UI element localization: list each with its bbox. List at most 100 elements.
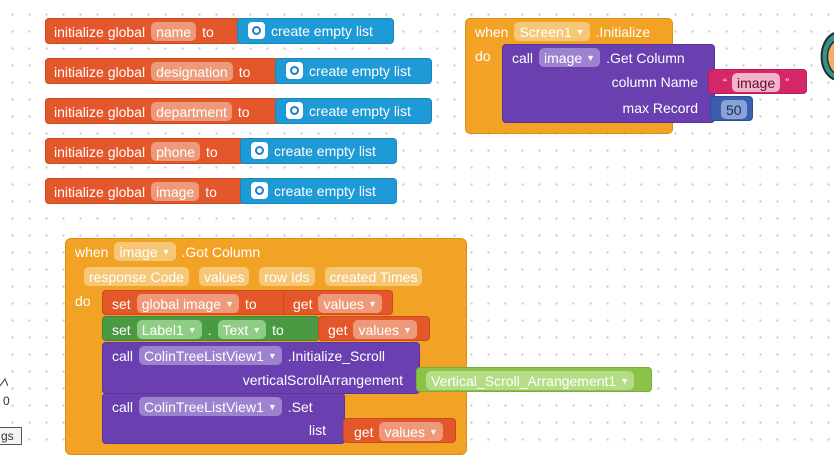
global-init-designation[interactable]: initialize global designation to (45, 58, 280, 84)
global-init-label: initialize global (54, 63, 146, 80)
chevron-down-icon: ▼ (620, 375, 630, 386)
to-label: to (272, 321, 284, 338)
create-empty-list-label: create empty list (309, 102, 411, 119)
set-label: set (112, 295, 131, 312)
variable-dropdown[interactable]: values▼ (379, 422, 443, 441)
global-init-label: initialize global (54, 103, 146, 120)
chevron-down-icon: ▼ (402, 324, 412, 335)
number-block[interactable]: 50 (710, 96, 753, 121)
backpack-icon[interactable] (818, 22, 834, 84)
chevron-down-icon: ▼ (187, 324, 197, 335)
set-label-text-block[interactable]: set Label1▼ . Text▼ to (102, 316, 320, 341)
to-label: to (202, 23, 214, 40)
global-name-field[interactable]: designation (151, 62, 233, 81)
quote-close: ” (785, 75, 790, 90)
global-init-name[interactable]: initialize global name to (45, 18, 242, 44)
create-empty-list-block[interactable]: create empty list (240, 178, 397, 204)
set-global-image-block[interactable]: set global image▼ to (102, 290, 290, 315)
gear-icon[interactable] (251, 182, 268, 199)
create-empty-list-block[interactable]: create empty list (237, 18, 394, 44)
global-name-field[interactable]: name (151, 22, 197, 41)
gear-icon[interactable] (251, 142, 268, 159)
component-dropdown[interactable]: image▼ (114, 242, 176, 261)
global-init-image[interactable]: initialize global image to (45, 178, 245, 204)
get-values-block[interactable]: get values▼ (283, 290, 393, 315)
param-row-ids[interactable]: row Ids (259, 267, 315, 286)
to-label: to (245, 295, 257, 312)
get-label: get (328, 321, 348, 338)
edge-value: 0 (3, 394, 10, 408)
vertical-scroll-arrangement-label: verticalScrollArrangement (242, 372, 403, 388)
call-label: call (512, 49, 534, 66)
create-empty-list-label: create empty list (309, 62, 411, 79)
chevron-down-icon: ▼ (267, 350, 277, 361)
when-label: when (475, 23, 509, 40)
chevron-down-icon: ▼ (225, 298, 234, 309)
call-label: call (112, 398, 134, 415)
text-string-block[interactable]: “ image ” (708, 69, 807, 94)
create-empty-list-label: create empty list (271, 22, 373, 39)
to-label: to (238, 63, 251, 80)
global-init-label: initialize global (54, 143, 146, 160)
call-initialize-scroll-block[interactable]: call ColinTreeListView1▼ .Initialize_Scr… (102, 342, 420, 394)
property-dropdown[interactable]: Text▼ (217, 320, 267, 339)
component-dropdown[interactable]: image▼ (539, 48, 601, 67)
component-dropdown[interactable]: Vertical_Scroll_Arrangement1▼ (426, 371, 635, 390)
call-get-column-block[interactable]: call image▼ .Get Column column Name max … (502, 44, 715, 123)
create-empty-list-block[interactable]: create empty list (275, 58, 432, 84)
get-values-block[interactable]: get values▼ (318, 316, 430, 341)
gear-icon[interactable] (286, 102, 303, 119)
edge-button-label: gs (1, 429, 14, 443)
arrangement-component-block[interactable]: Vertical_Scroll_Arrangement1▼ (416, 367, 652, 392)
component-dropdown[interactable]: Screen1▼ (514, 22, 590, 41)
gear-icon[interactable] (248, 22, 265, 39)
component-dropdown[interactable]: ColinTreeListView1▼ (139, 346, 282, 365)
list-label: list (308, 422, 326, 438)
chevron-down-icon: ▼ (367, 298, 377, 309)
chevron-down-icon: ▼ (252, 324, 262, 335)
quote-open: “ (723, 75, 727, 90)
create-empty-list-block[interactable]: create empty list (240, 138, 397, 164)
variable-dropdown[interactable]: values▼ (353, 320, 417, 339)
method-label: .Set (287, 398, 313, 415)
zoom-up-icon[interactable] (0, 374, 9, 387)
param-values[interactable]: values (198, 267, 250, 286)
do-label: do (475, 48, 491, 64)
get-label: get (293, 295, 313, 312)
to-label: to (206, 143, 218, 160)
global-init-department[interactable]: initialize global department to (45, 98, 280, 124)
global-name-field[interactable]: phone (151, 142, 200, 161)
param-created-times[interactable]: created Times (324, 267, 423, 286)
chevron-down-icon: ▼ (428, 426, 438, 437)
edge-button[interactable]: gs (0, 427, 22, 445)
event-label: .Got Column (181, 243, 261, 260)
get-values-block[interactable]: get values▼ (343, 418, 456, 443)
create-empty-list-label: create empty list (274, 142, 376, 159)
text-value-field[interactable]: image (732, 73, 781, 92)
gear-icon[interactable] (286, 62, 303, 79)
to-label: to (237, 103, 250, 120)
do-label: do (75, 293, 91, 309)
call-set-block[interactable]: call ColinTreeListView1▼ .Set list (102, 393, 345, 444)
create-empty-list-block[interactable]: create empty list (275, 98, 432, 124)
global-name-field[interactable]: image (151, 182, 200, 201)
chevron-down-icon: ▼ (267, 401, 277, 412)
chevron-down-icon: ▼ (586, 52, 596, 63)
get-label: get (354, 423, 374, 440)
component-dropdown[interactable]: Label1▼ (136, 320, 202, 339)
event-label: .Initialize (595, 23, 651, 40)
component-dropdown[interactable]: ColinTreeListView1▼ (139, 397, 282, 416)
variable-dropdown[interactable]: values▼ (318, 294, 382, 313)
param-response-code[interactable]: response Code (84, 267, 189, 286)
to-label: to (205, 183, 217, 200)
chevron-down-icon: ▼ (161, 246, 171, 257)
method-label: .Initialize_Scroll (287, 347, 386, 364)
call-label: call (112, 347, 134, 364)
chevron-down-icon: ▼ (575, 26, 585, 37)
global-name-field[interactable]: department (151, 102, 232, 121)
set-label: set (112, 321, 131, 338)
variable-dropdown[interactable]: global image▼ (136, 294, 239, 313)
number-value-field[interactable]: 50 (721, 100, 747, 119)
create-empty-list-label: create empty list (274, 182, 376, 199)
global-init-phone[interactable]: initialize global phone to (45, 138, 245, 164)
